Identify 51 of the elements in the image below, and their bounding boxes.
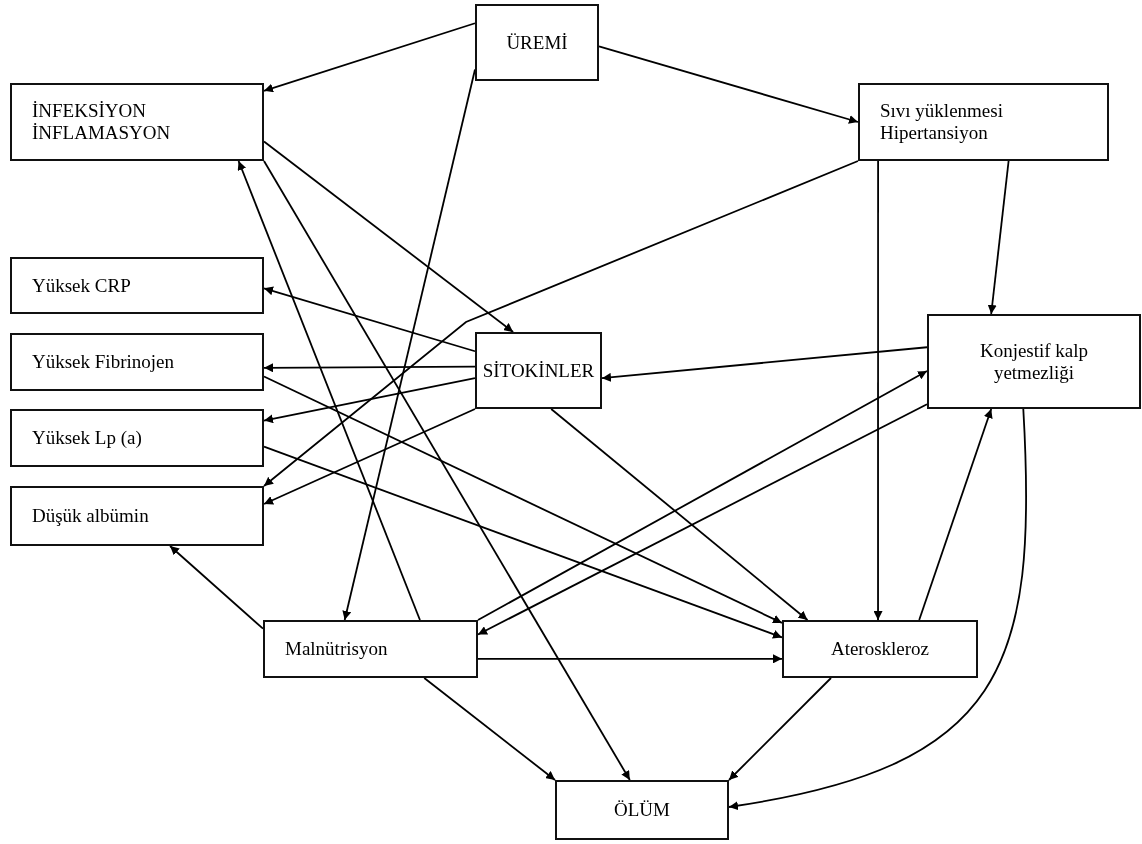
node-label: ÖLÜM (614, 799, 670, 821)
arrow (601, 346, 928, 382)
node-label: Yüksek Fibrinojen (32, 351, 174, 373)
arrow (423, 677, 556, 781)
node-label: İNFLAMASYON (32, 122, 171, 144)
node-label: Konjestif kalp yetmezliği (978, 339, 1090, 384)
process-box (475, 332, 602, 409)
arrow (263, 445, 783, 639)
arrow (263, 375, 783, 624)
arrow (263, 286, 476, 353)
node-label: Ateroskleroz (830, 638, 930, 660)
process-box (858, 83, 1109, 161)
arrow (987, 160, 1010, 315)
arrow (873, 160, 883, 621)
process-box (555, 780, 729, 840)
node-label: Yüksek Lp (a) (32, 427, 142, 449)
arrow (918, 408, 993, 621)
arrow (263, 22, 476, 93)
arrow (237, 160, 421, 621)
node-label: İNFEKSİYON (32, 100, 146, 122)
process-box (10, 409, 264, 467)
arrow (477, 370, 928, 621)
arrow (263, 377, 476, 424)
process-box (475, 4, 599, 81)
arrow (598, 45, 859, 124)
node-label: Sıvı yüklenmesi (880, 100, 1003, 122)
node-label: Yüksek CRP (32, 274, 131, 297)
arrow (728, 408, 1027, 810)
arrow (263, 408, 476, 505)
arrow (263, 160, 631, 781)
process-box (10, 257, 264, 314)
arrow (477, 654, 783, 664)
process-box (927, 314, 1141, 409)
process-box (263, 620, 478, 678)
node-label: Malnütrisyon (285, 638, 388, 660)
process-box (10, 486, 264, 546)
node-label: SİTOKİNLER (482, 359, 595, 382)
node-label: Düşük albümin (32, 505, 149, 527)
process-box (10, 333, 264, 391)
arrow (169, 545, 264, 630)
process-box (782, 620, 978, 678)
arrow (477, 403, 928, 636)
arrow (342, 68, 476, 621)
arrow (728, 677, 832, 781)
arrow (550, 408, 809, 621)
process-box (10, 83, 264, 161)
arrow (263, 160, 859, 487)
arrow (263, 140, 514, 333)
arrow (263, 363, 476, 373)
node-label: Hipertansiyon (880, 122, 988, 144)
node-label: ÜREMİ (506, 31, 568, 54)
